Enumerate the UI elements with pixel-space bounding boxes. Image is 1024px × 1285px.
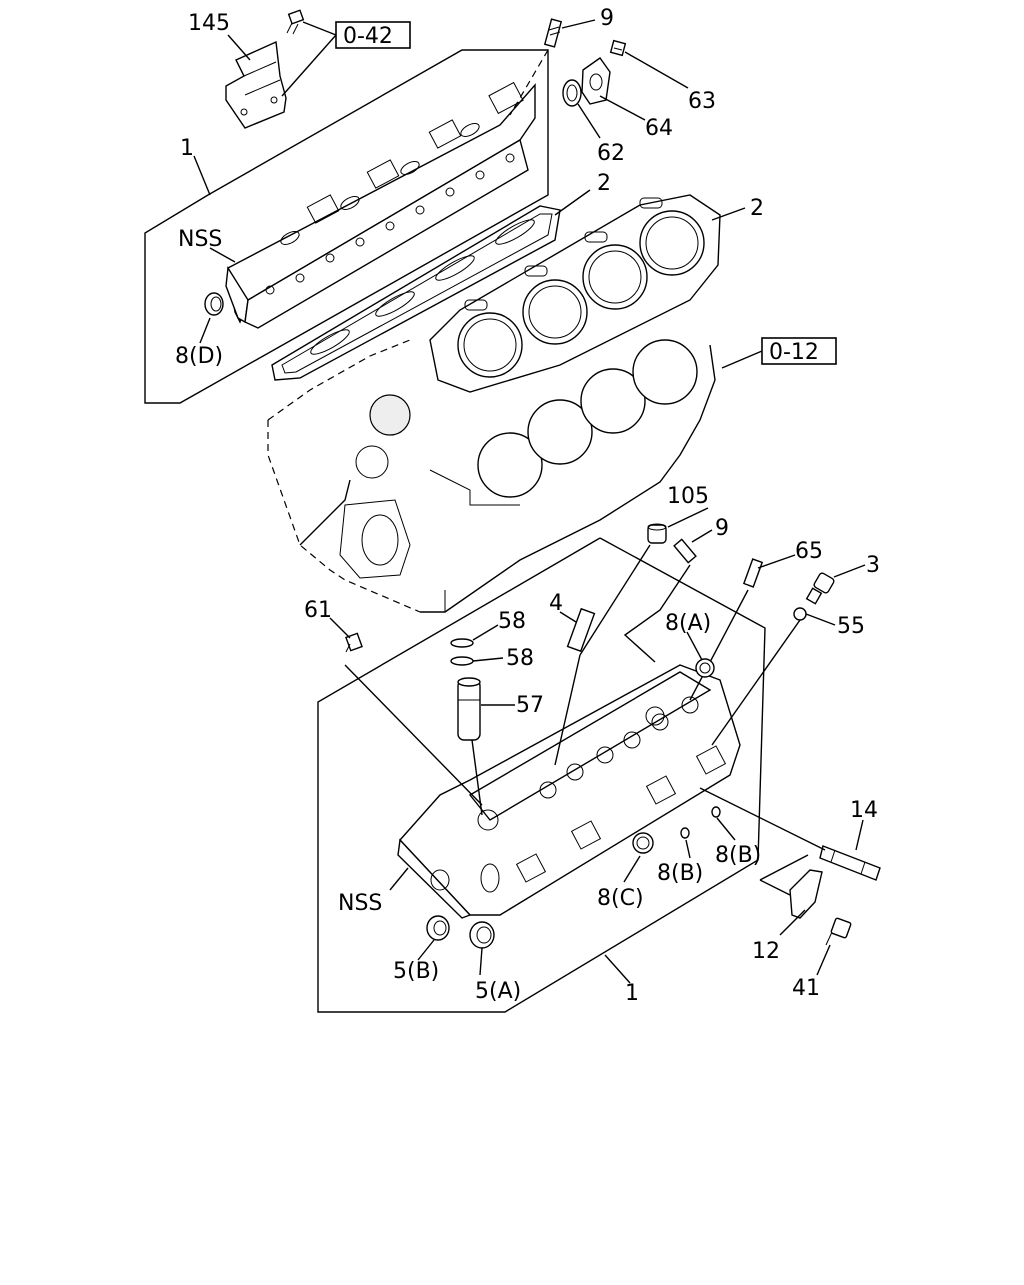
group-bracket-lower <box>317 537 766 1013</box>
label-2-right: 2 <box>750 196 764 221</box>
seal-8d <box>204 292 224 316</box>
ref-box-o42 <box>335 21 411 49</box>
stud-9-lower <box>673 538 697 564</box>
cover-64 <box>581 57 611 105</box>
bracket-part-145 <box>225 40 287 129</box>
label-64: 64 <box>645 116 673 141</box>
engine-block <box>267 339 716 613</box>
label-58b: 58 <box>506 646 534 671</box>
stud-9-top <box>543 18 563 48</box>
label-8b-left: 8(B) <box>657 861 703 886</box>
seal-8c <box>632 832 654 854</box>
label-5b: 5(B) <box>393 959 439 984</box>
label-14: 14 <box>850 798 878 823</box>
label-8a: 8(A) <box>665 611 711 636</box>
seal-5b <box>426 915 450 941</box>
label-nss-top: NSS <box>178 227 222 252</box>
seal-5a <box>469 921 495 949</box>
plug-8b-left <box>680 827 690 839</box>
plug-3 <box>805 572 835 605</box>
bolt-near-145 <box>286 9 305 35</box>
label-1-top: 1 <box>180 136 194 161</box>
head-gasket-right <box>429 194 721 393</box>
label-65: 65 <box>795 539 823 564</box>
label-41: 41 <box>792 976 820 1001</box>
label-9-top: 9 <box>600 6 614 31</box>
seal-8a <box>695 658 715 678</box>
label-61: 61 <box>304 598 332 623</box>
pin-4 <box>566 607 596 653</box>
label-5a: 5(A) <box>475 979 521 1004</box>
label-1-low: 1 <box>625 981 639 1006</box>
label-8d: 8(D) <box>175 344 223 369</box>
washer-55 <box>793 607 807 621</box>
gasket-62 <box>562 79 582 107</box>
label-8b-right: 8(B) <box>715 843 761 868</box>
label-8c: 8(C) <box>597 886 644 911</box>
label-2-mid: 2 <box>597 171 611 196</box>
label-145: 145 <box>188 11 230 36</box>
label-4: 4 <box>549 591 563 616</box>
label-62: 62 <box>597 141 625 166</box>
cylinder-head-upper <box>225 81 536 329</box>
bolt-63 <box>609 39 627 57</box>
label-57: 57 <box>516 693 544 718</box>
plate-12 <box>789 869 823 919</box>
label-58a: 58 <box>498 609 526 634</box>
label-3: 3 <box>866 553 880 578</box>
head-gasket-left <box>271 205 561 381</box>
cylinder-head-lower <box>397 664 741 919</box>
label-63: 63 <box>688 89 716 114</box>
label-9-low: 9 <box>715 516 729 541</box>
bolt-41 <box>825 917 852 946</box>
plug-8b-right <box>711 806 721 818</box>
sleeve-57 <box>457 677 481 741</box>
ref-label-o12: 0-12 <box>769 340 819 365</box>
stud-65 <box>742 558 764 588</box>
label-nss-low: NSS <box>338 891 382 916</box>
plug-105 <box>647 523 667 544</box>
ref-box-o12 <box>761 337 837 365</box>
ref-label-o42: 0-42 <box>343 24 393 49</box>
o-ring-58a <box>450 638 474 648</box>
label-105: 105 <box>667 484 709 509</box>
label-55: 55 <box>837 614 865 639</box>
o-ring-58b <box>450 656 474 666</box>
stud-14 <box>819 845 881 881</box>
label-12: 12 <box>752 939 780 964</box>
group-bracket-upper <box>144 49 549 404</box>
